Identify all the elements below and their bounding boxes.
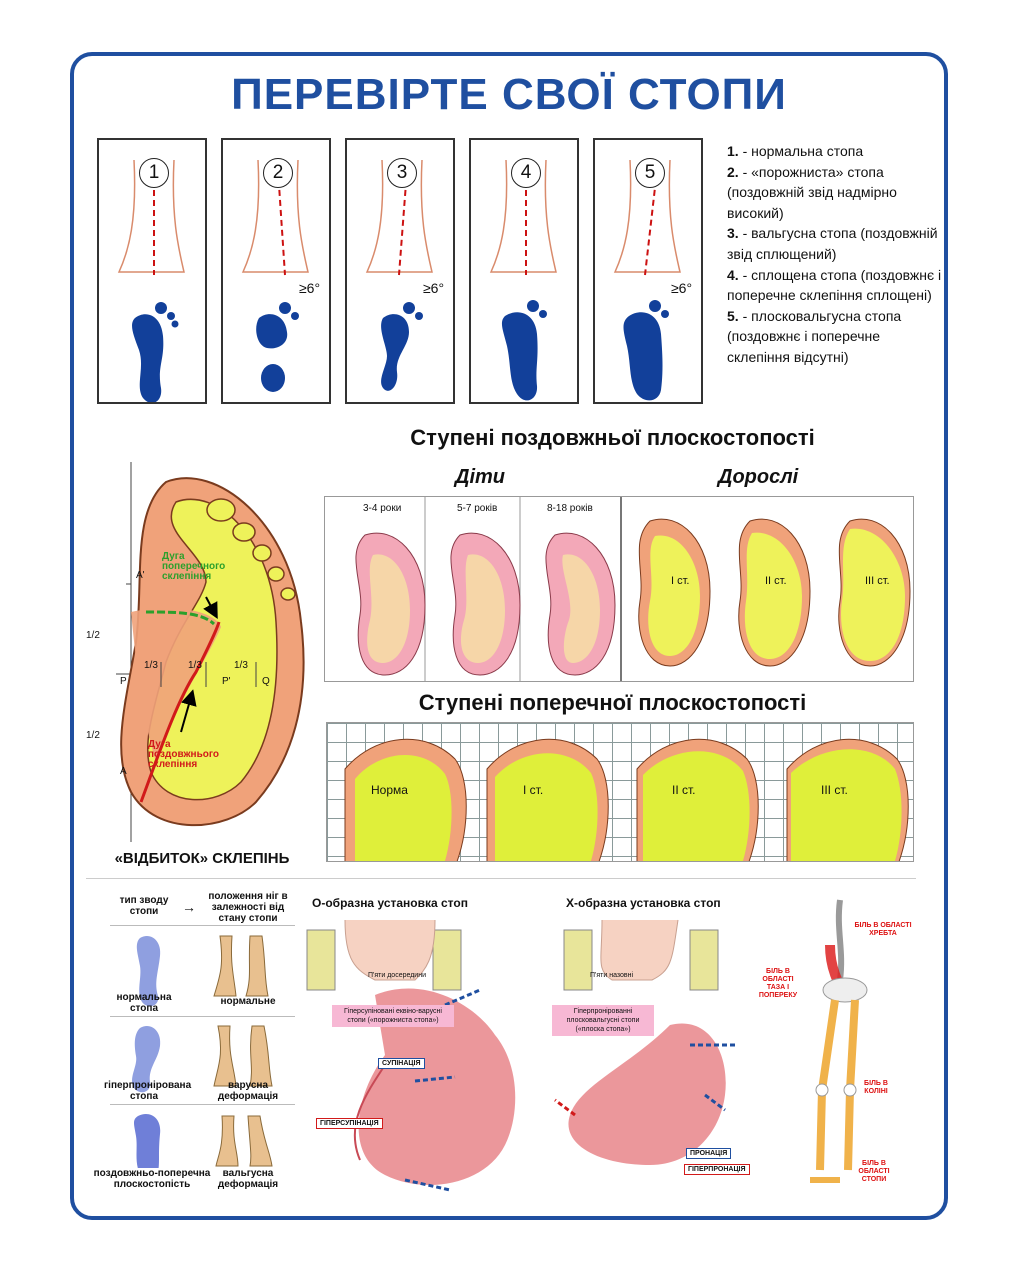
transverse-degree-label: I ст. (523, 783, 544, 797)
transverse-arch-label: Дуга поперечного склепіння (162, 551, 226, 582)
foot-card-number: 5 (635, 158, 665, 188)
x-shape-illustration (554, 919, 735, 1165)
foot-card-4: 4 (469, 138, 579, 404)
x-shape-heels-label: П'яти назовні (590, 972, 634, 979)
point-label: A' (136, 570, 145, 581)
longitudinal-arch-label: Дуга поздовжнього склепіння (148, 739, 219, 770)
adult-degree-label: I ст. (671, 575, 690, 587)
third-label: 1/3 (234, 660, 248, 671)
age-label: 5-7 років (457, 503, 498, 514)
legend-item: 4. - сплощена стопа (поздовжнє і попереч… (727, 266, 942, 304)
longitudinal-illustrations (355, 497, 911, 681)
children-label: Діти (455, 466, 505, 488)
point-label: Q (262, 676, 270, 687)
pain-knee-label: БІЛЬ В КОЛІНІ (864, 1080, 888, 1095)
foot-card-number: 2 (263, 158, 293, 188)
transverse-degree-label: II ст. (672, 783, 696, 797)
table-divider (110, 925, 295, 926)
foot-card-2: 2 ≥6° (221, 138, 331, 404)
supination-label: СУПІНАЦІЯ (378, 1058, 425, 1069)
legend-item: 5. - плосковальгусна стопа (поздовжнє і … (727, 307, 902, 365)
transverse-panel: Норма I ст. II ст. III ст. (326, 722, 914, 868)
foot-card-5: 5 ≥6° (593, 138, 703, 404)
o-shape-illustration (306, 919, 516, 1192)
pain-foot-label: БІЛЬ В ОБЛАСТІ СТОПИ (858, 1160, 890, 1183)
transverse-heading: Ступені поперечної плоскостопості (418, 690, 807, 715)
foot-imprint-illustration (116, 462, 305, 842)
legs-varus: варусна деформація (217, 1080, 279, 1102)
foot-type-flatfoot: поздовжньо-поперечна плоскостопість (93, 1168, 211, 1190)
foot-card-illustration (613, 159, 681, 401)
angle-label: ≥6° (671, 280, 693, 296)
legend-item: 3. - вальгусна стопа (поздовжній звід сп… (727, 225, 938, 262)
third-label: 1/3 (188, 660, 202, 671)
o-shape-heels-label: П'яти досередини (368, 972, 426, 979)
longitudinal-panel: 3-4 роки 5-7 років 8-18 років I ст. II с… (324, 496, 914, 682)
table-illustrations (132, 935, 273, 1168)
adult-degree-label: III ст. (865, 575, 890, 587)
transverse-illustrations (344, 738, 909, 868)
pain-pelvis-label: БІЛЬ В ОБЛАСТІ ТАЗА І ПОПЕРЕКУ (758, 968, 798, 999)
foot-card-3: 3 ≥6° (345, 138, 455, 404)
pain-spine-label: БІЛЬ В ОБЛАСТІ ХРЕБТА (854, 922, 912, 937)
section-divider (86, 878, 916, 879)
skeleton-illustration (810, 899, 868, 1183)
x-shape-pink-label: Гіперпронірованні плосковальгусні стопи … (552, 1005, 654, 1036)
point-label: P' (222, 676, 231, 687)
third-label: 1/3 (144, 660, 158, 671)
transverse-degree-label: Норма (371, 783, 408, 797)
adults-label: Дорослі (718, 466, 799, 488)
legend-item: 1. - нормальна стопа (727, 143, 864, 159)
o-shape-heading: О-образна установка стоп (312, 896, 468, 910)
age-label: 3-4 роки (363, 503, 402, 514)
table-divider (110, 1104, 295, 1105)
imprint-caption: «ВІДБИТОК» СКЛЕПІНЬ (114, 850, 290, 867)
age-label: 8-18 років (547, 503, 593, 514)
point-label: A (120, 766, 127, 777)
half-label: 1/2 (86, 630, 100, 641)
foot-type-legend: 1. - нормальна стопа 2. - «порожниста» с… (727, 141, 942, 368)
pronation-label: ПРОНАЦІЯ (686, 1148, 732, 1159)
arrow-icon: → (182, 899, 196, 915)
x-shape-heading: Х-образна установка стоп (566, 896, 721, 910)
foot-card-1: 1 (97, 138, 207, 404)
foot-card-illustration (365, 159, 433, 391)
legs-normal: нормальне (220, 996, 276, 1007)
foot-card-number: 1 (139, 158, 169, 188)
foot-type-normal: нормальна стопа (116, 992, 172, 1014)
hypersupination-label: ГІПЕРСУПІНАЦІЯ (316, 1118, 383, 1129)
foot-card-illustration (117, 159, 185, 402)
adult-degree-label: II ст. (765, 575, 787, 587)
table-divider (110, 1016, 295, 1017)
table-col2-header: положення ніг в залежності від стану сто… (208, 891, 288, 924)
half-label: 1/2 (86, 730, 100, 741)
longitudinal-heading: Ступені поздовжньої плоскостопості (410, 425, 815, 450)
hyperpronation-label: ГІПЕРПРОНАЦІЯ (684, 1164, 750, 1175)
foot-card-number: 4 (511, 158, 541, 188)
foot-card-illustration (241, 159, 309, 392)
angle-label: ≥6° (423, 280, 445, 296)
transverse-degree-label: III ст. (821, 783, 848, 797)
foot-type-hyperpronated: гіперпронірована стопа (104, 1080, 192, 1102)
foot-card-number: 3 (387, 158, 417, 188)
page-title: ПЕРЕВІРТЕ СВОЇ СТОПИ (231, 70, 787, 119)
legend-item: 2. - «порожниста» стопа (поздовжній звід… (727, 163, 897, 221)
point-label: P (120, 676, 127, 687)
foot-card-illustration (489, 159, 557, 401)
legs-valgus: вальгусна деформація (217, 1168, 279, 1190)
poster-frame (70, 52, 948, 1220)
table-col1-header: тип зводу стопи (119, 895, 169, 917)
o-shape-pink-label: Гіперсупіновані еквіно-варусні стопи («п… (332, 1005, 454, 1027)
angle-label: ≥6° (299, 280, 321, 296)
arch-imprint-diagram: Дуга поперечного склепіння Дуга поздовжн… (86, 462, 316, 842)
